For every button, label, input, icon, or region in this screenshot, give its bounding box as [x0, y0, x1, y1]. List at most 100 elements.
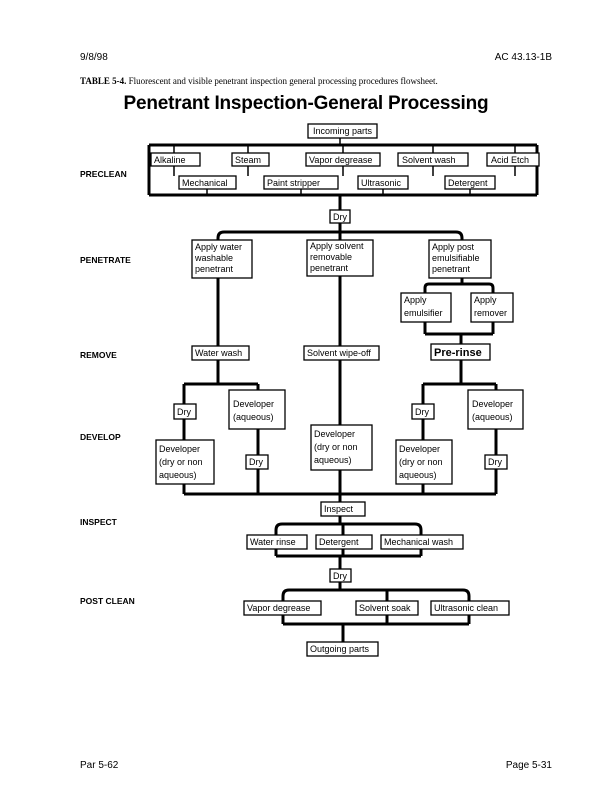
node-label: Paint stripper — [267, 178, 320, 188]
node-label: Dry — [488, 457, 502, 467]
node-water-wash: Water wash — [191, 345, 250, 361]
node-incoming-parts: Incoming parts — [307, 123, 378, 139]
node-dry-post: Dry — [329, 568, 352, 583]
connectors — [147, 138, 539, 642]
node-dry-1: Dry — [329, 209, 351, 224]
node-label-2: washable — [194, 253, 233, 263]
stage-inspect: INSPECT — [80, 517, 118, 527]
node-label-2: (dry or non — [314, 442, 358, 452]
node-label: Detergent — [319, 537, 359, 547]
node-dev-aqueous-right: Developer (aqueous) — [467, 389, 524, 430]
node-acid-etch: Acid Etch — [486, 152, 540, 167]
node-label-1: Developer — [159, 444, 200, 454]
node-label: Dry — [177, 407, 191, 417]
node-label: Alkaline — [154, 155, 186, 165]
node-label-2: (aqueous) — [233, 412, 274, 422]
node-dev-dry-right: Developer (dry or non aqueous) — [395, 439, 453, 485]
node-detergent-pre: Detergent — [444, 175, 496, 190]
node-ultrasonic-clean: Ultrasonic clean — [430, 600, 510, 616]
node-label-2: removable — [310, 252, 352, 262]
node-dry-right-2: Dry — [484, 454, 508, 470]
node-label: Water wash — [195, 348, 242, 358]
node-label-3: penetrant — [432, 264, 471, 274]
stage-remove: REMOVE — [80, 350, 117, 360]
table-caption: TABLE 5-4. Fluorescent and visible penet… — [80, 76, 438, 86]
stage-post-clean: POST CLEAN — [80, 596, 135, 606]
node-label-2: (dry or non — [159, 457, 203, 467]
node-alkaline: Alkaline — [150, 152, 201, 167]
node-label: Inspect — [324, 504, 354, 514]
node-label: Ultrasonic clean — [434, 603, 498, 613]
diagram-title: Penetrant Inspection-General Processing — [123, 93, 489, 114]
node-dev-dry-left: Developer (dry or non aqueous) — [155, 439, 215, 485]
stage-preclean: PRECLEAN — [80, 169, 127, 179]
node-label: Mechanical — [182, 178, 228, 188]
caption-text: Fluorescent and visible penetrant inspec… — [126, 76, 438, 86]
stage-develop: DEVELOP — [80, 432, 121, 442]
node-label: Acid Etch — [491, 155, 529, 165]
node-dev-center: Developer (dry or non aqueous) — [310, 424, 373, 471]
node-label: Solvent wash — [402, 155, 456, 165]
node-label-3: penetrant — [310, 263, 349, 273]
node-label: Water rinse — [250, 537, 296, 547]
node-label: Incoming parts — [313, 126, 373, 136]
node-label: Dry — [249, 457, 263, 467]
node-label: Dry — [333, 571, 347, 581]
node-vapor-degrease-post: Vapor degrease — [243, 600, 322, 616]
footer-paragraph: Par 5-62 — [80, 760, 119, 771]
node-label-1: Apply — [404, 295, 427, 305]
node-label: Steam — [235, 155, 261, 165]
node-label-1: Apply post — [432, 242, 475, 252]
node-dry-left: Dry — [173, 403, 197, 420]
node-label-1: Apply water — [195, 242, 242, 252]
node-label-3: penetrant — [195, 264, 234, 274]
node-label-2: emulsifiable — [432, 253, 480, 263]
node-label: Mechanical wash — [384, 537, 453, 547]
node-solvent-wipe-off: Solvent wipe-off — [303, 345, 380, 361]
node-label-1: Developer — [314, 429, 355, 439]
node-label-1: Apply — [474, 295, 497, 305]
footer-page-number: Page 5-31 — [505, 760, 552, 771]
node-dry-right: Dry — [411, 403, 435, 420]
node-label: Vapor degrease — [247, 603, 310, 613]
node-mechanical: Mechanical — [178, 175, 237, 190]
node-water-rinse: Water rinse — [246, 534, 308, 550]
node-emulsifier: Apply emulsifier — [400, 292, 452, 323]
node-label: Vapor degrease — [309, 155, 372, 165]
node-pen-post: Apply post emulsifiable penetrant — [428, 239, 492, 279]
node-pen-water: Apply water washable penetrant — [191, 239, 253, 279]
node-mechanical-wash: Mechanical wash — [380, 534, 464, 550]
node-label: Detergent — [448, 178, 488, 188]
node-dev-aqueous-left: Developer (aqueous) — [228, 389, 286, 430]
header-date: 9/8/98 — [80, 52, 108, 63]
node-solvent-soak: Solvent soak — [355, 600, 419, 616]
header-doc-id: AC 43.13-1B — [494, 52, 552, 63]
node-inspect: Inspect — [320, 501, 366, 517]
node-label-3: aqueous) — [314, 455, 352, 465]
node-label-1: Developer — [399, 444, 440, 454]
node-label: Solvent wipe-off — [307, 348, 371, 358]
node-paint-stripper: Paint stripper — [263, 175, 339, 190]
node-label: Dry — [333, 212, 347, 222]
node-dry-left-2: Dry — [245, 454, 269, 470]
stage-penetrate: PENETRATE — [80, 255, 131, 265]
node-label-2: (dry or non — [399, 457, 443, 467]
node-label: Pre-rinse — [434, 347, 482, 359]
node-label: Solvent soak — [359, 603, 411, 613]
node-label-3: aqueous) — [399, 470, 437, 480]
node-remover: Apply remover — [470, 292, 514, 323]
node-label-2: remover — [474, 308, 507, 318]
node-steam: Steam — [231, 152, 270, 167]
node-detergent-post: Detergent — [315, 534, 373, 550]
node-label: Outgoing parts — [310, 644, 370, 654]
node-pen-solvent: Apply solvent removable penetrant — [306, 239, 374, 277]
node-label: Dry — [415, 407, 429, 417]
node-label: Ultrasonic — [361, 178, 402, 188]
node-label-1: Developer — [233, 399, 274, 409]
node-outgoing-parts: Outgoing parts — [306, 641, 379, 657]
node-label-3: aqueous) — [159, 470, 197, 480]
node-label-2: (aqueous) — [472, 412, 513, 422]
node-vapor-degrease-pre: Vapor degrease — [305, 152, 381, 167]
caption-label: TABLE 5-4. — [80, 76, 127, 86]
